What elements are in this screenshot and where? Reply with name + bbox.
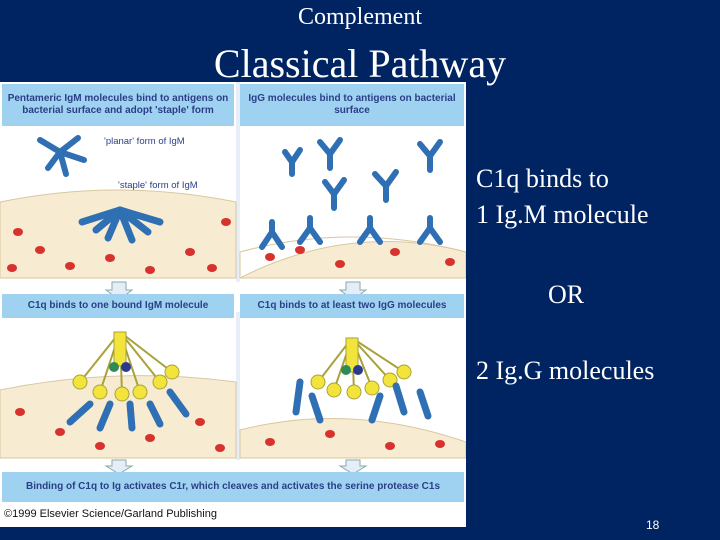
label-staple-igm: 'staple' form of IgM xyxy=(118,180,198,191)
side-text-line3: 2 Ig.G molecules xyxy=(476,356,655,385)
slide-subtitle: Complement xyxy=(298,4,422,30)
side-text-or: OR xyxy=(548,280,585,309)
caption-igg-binding: IgG molecules bind to antigens on bacter… xyxy=(240,84,464,126)
slide-title: Classical Pathway xyxy=(213,41,507,86)
caption-c1q-igm: C1q binds to one bound IgM molecule xyxy=(2,294,234,318)
side-text-line2: 1 Ig.M molecule xyxy=(476,200,649,229)
copyright-notice: ©1999 Elsevier Science/Garland Publishin… xyxy=(4,508,217,520)
figure-illustration xyxy=(0,82,466,475)
pathway-figure: Pentameric IgM molecules bind to antigen… xyxy=(0,82,466,527)
side-text-line1: C1q binds to xyxy=(476,164,609,193)
caption-c1-activation: Binding of C1q to Ig activates C1r, whic… xyxy=(2,472,464,502)
page-number: 18 xyxy=(646,518,660,532)
caption-igm-binding: Pentameric IgM molecules bind to antigen… xyxy=(2,84,234,126)
label-planar-igm: 'planar' form of IgM xyxy=(104,136,185,147)
caption-c1q-igg: C1q binds to at least two IgG molecules xyxy=(240,294,464,318)
